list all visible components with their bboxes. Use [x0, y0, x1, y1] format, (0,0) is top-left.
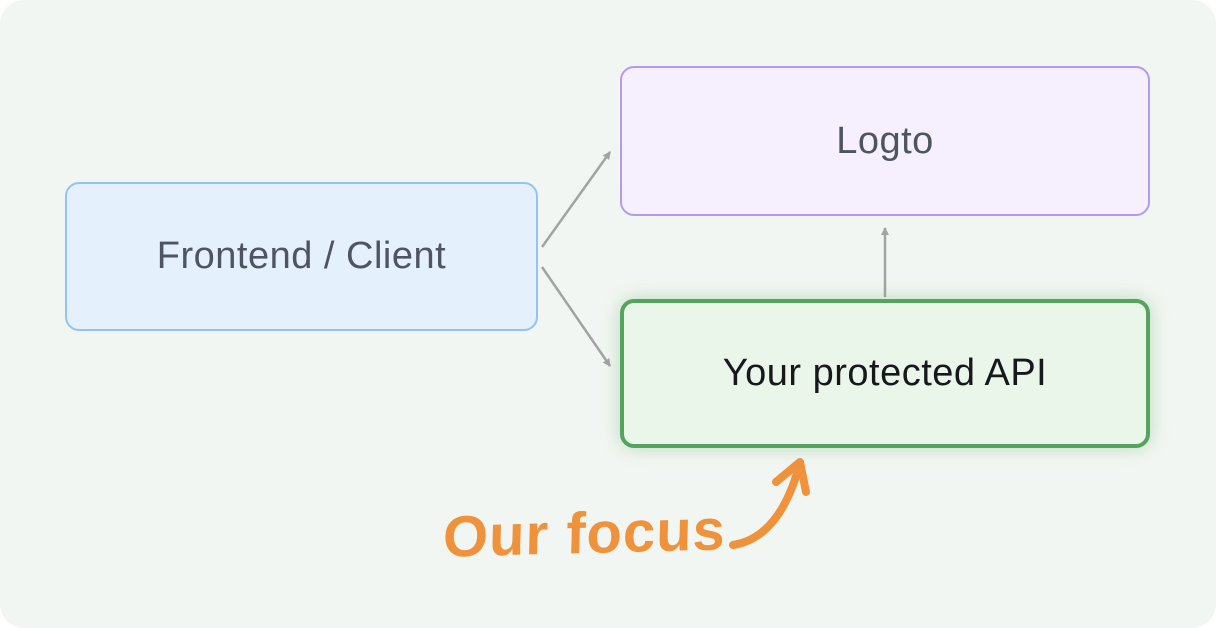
annotation-arrow — [729, 458, 810, 549]
arrow-frontend-to-logto — [540, 151, 612, 248]
node-frontend-client: Frontend / Client — [65, 182, 538, 331]
node-protected-api-label: Your protected API — [722, 352, 1048, 394]
annotation-our-focus: Our focus — [442, 497, 727, 570]
node-protected-api: Your protected API — [620, 299, 1150, 448]
node-frontend-client-label: Frontend / Client — [156, 235, 447, 277]
arrow-frontend-to-api — [540, 266, 612, 367]
node-logto: Logto — [620, 66, 1150, 216]
node-logto-label: Logto — [836, 119, 934, 162]
